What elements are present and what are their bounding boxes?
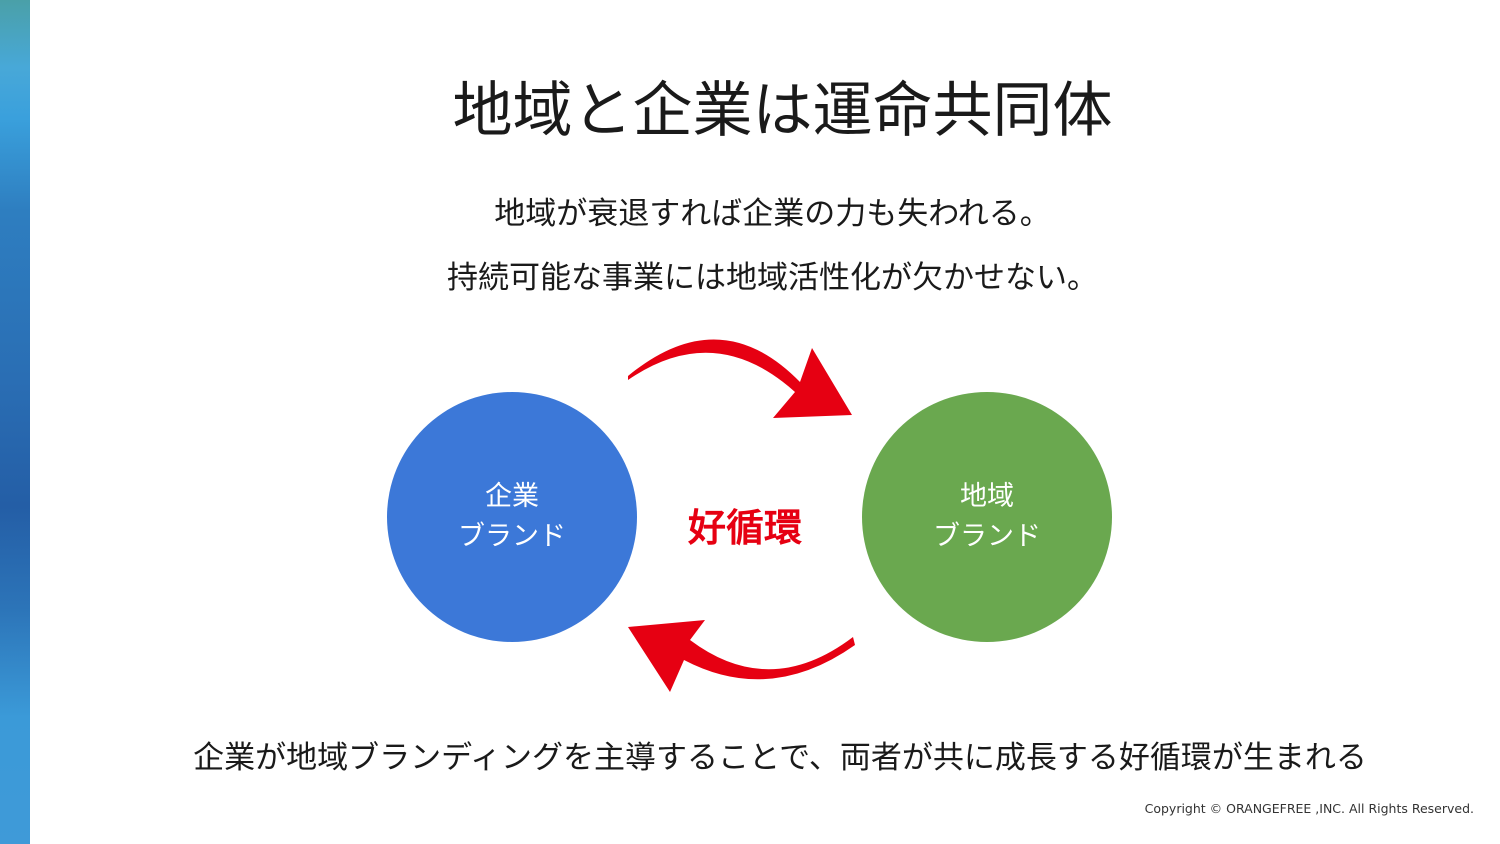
arrow-right-top bbox=[628, 339, 852, 418]
arrow-left-bottom bbox=[628, 620, 855, 692]
decorative-side-strip bbox=[0, 0, 30, 844]
corporate-brand-line1: 企業 bbox=[485, 481, 539, 512]
subtitle-line-2: 持続可能な事業には地域活性化が欠かせない。 bbox=[447, 260, 1098, 296]
regional-brand-line2: ブランド bbox=[933, 521, 1041, 552]
regional-brand-line1: 地域 bbox=[960, 481, 1014, 512]
corporate-brand-line2: ブランド bbox=[458, 521, 566, 552]
subtitle-line-1: 地域が衰退すれば企業の力も失われる。 bbox=[494, 196, 1051, 232]
slide-title: 地域と企業は運命共同体 bbox=[452, 76, 1113, 146]
corporate-brand-circle: 企業 ブランド bbox=[387, 392, 637, 642]
copyright: Copyright © ORANGEFREE ,INC. All Rights … bbox=[1144, 801, 1474, 816]
regional-brand-circle: 地域 ブランド bbox=[862, 392, 1112, 642]
conclusion-text: 企業が地域ブランディングを主導することで、両者が共に成長する好循環が生まれる bbox=[193, 740, 1367, 776]
virtuous-cycle-label: 好循環 bbox=[688, 506, 803, 550]
